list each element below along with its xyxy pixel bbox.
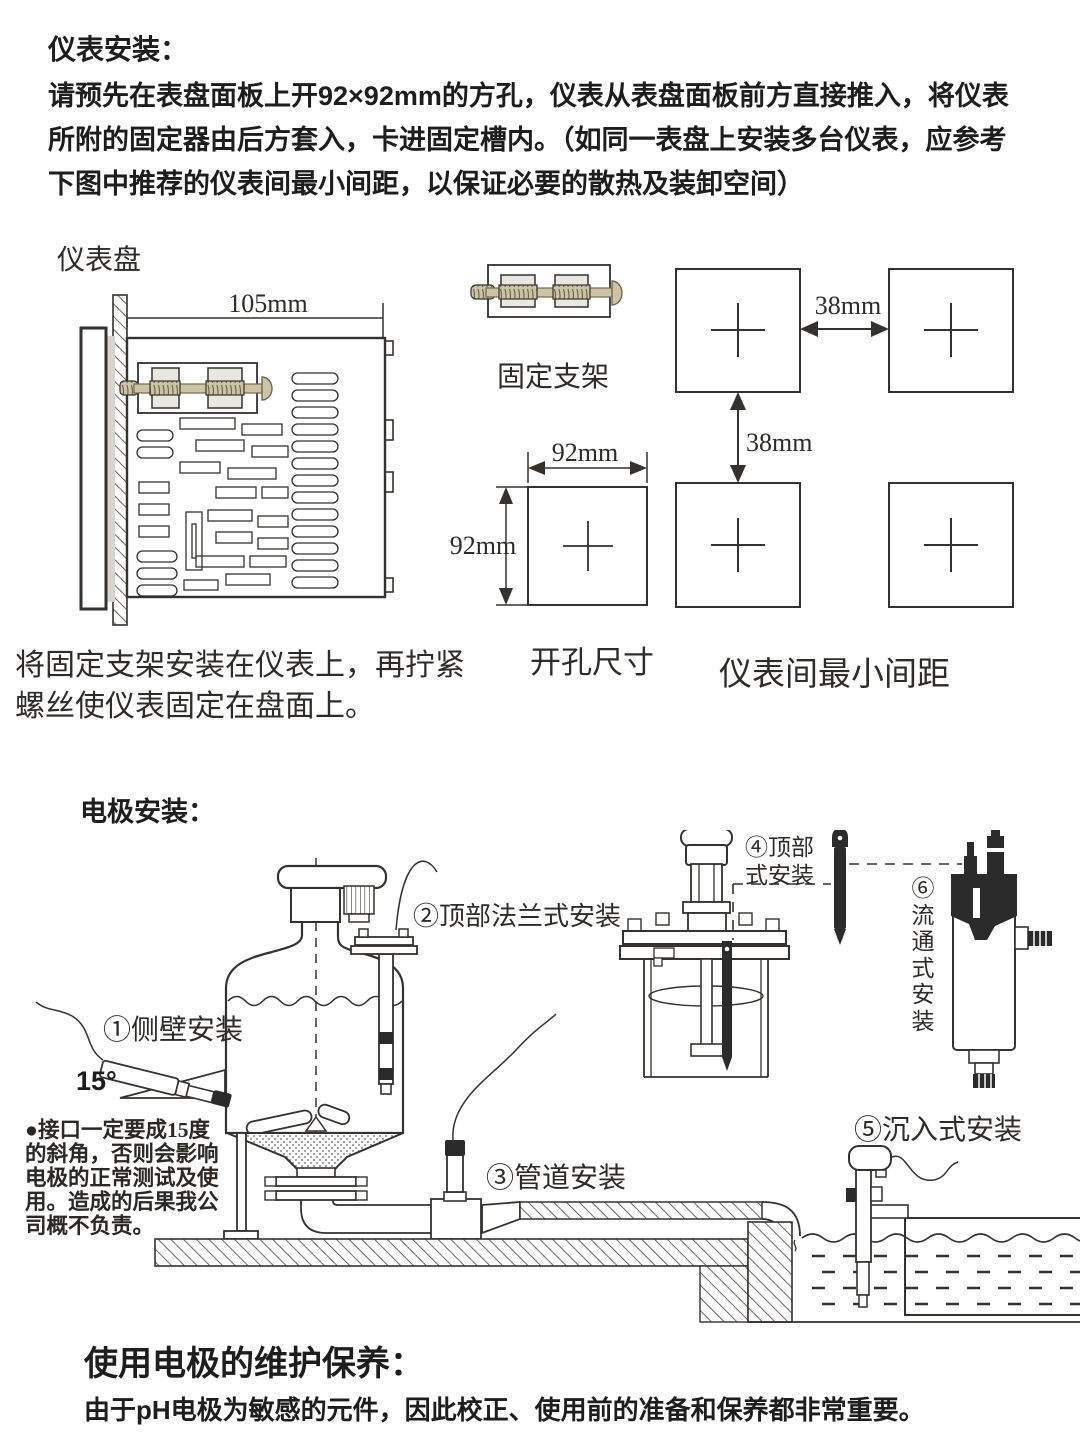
submerged-electrode bbox=[846, 1145, 959, 1308]
label-top-flange: ②顶部法兰式安装 bbox=[413, 902, 622, 931]
maintenance-heading: 使用电极的维护保养： bbox=[84, 1345, 424, 1383]
hole-size-figure bbox=[496, 452, 648, 606]
dim-92mm-width: 92mm bbox=[552, 438, 618, 467]
dim-38mm-vertical: 38mm bbox=[746, 428, 812, 457]
bottom-pipe bbox=[264, 1167, 801, 1252]
meter-install-line3: 下图中推荐的仪表间最小间距，以保证必要的散热及装卸空间） bbox=[48, 169, 804, 199]
ground-and-pit bbox=[154, 1217, 1080, 1323]
mount-note-line1: 将固定支架安装在仪表上，再拧紧 bbox=[15, 649, 465, 682]
meter-install-line2: 所附的固定器由后方套入，卡进固定槽内。（如同一表盘上安装多台仪表，应参考 bbox=[48, 125, 1007, 155]
electrode-install-heading: 电极安装： bbox=[80, 797, 215, 827]
meter-install-heading: 仪表安装： bbox=[48, 34, 189, 65]
panel-label: 仪表盘 bbox=[57, 245, 142, 276]
fixing-bracket-label: 固定支架 bbox=[497, 362, 610, 393]
meter-install-figure: 105mm 92mm 92mm 38mm 38mm bbox=[79, 264, 1014, 626]
dim-92mm-height: 92mm bbox=[450, 531, 516, 560]
maintenance-body: 由于pH电极为敏感的元件，因此校正、使用前的准备和保养都非常重要。 bbox=[84, 1395, 925, 1425]
panel-side-view bbox=[79, 294, 394, 626]
angle-note-line1: ●接口一定要成15度 bbox=[25, 1118, 210, 1142]
angle-note-line5: 司概不负责。 bbox=[25, 1214, 155, 1238]
meter-install-line1: 请预先在表盘面板上开92×92mm的方孔，仪表从表盘面板前方直接推入，将仪表 bbox=[48, 81, 1009, 111]
angle-note-line2: 的斜角，否则会影响 bbox=[25, 1142, 219, 1166]
label-pipeline: ③管道安装 bbox=[486, 1163, 627, 1194]
dim-38mm-horizontal: 38mm bbox=[815, 291, 881, 320]
side-wall-electrode bbox=[35, 1001, 232, 1108]
angle-note-line3: 电极的正常测试及使 bbox=[25, 1166, 219, 1190]
label-flow-through: ⑥流通式安装 bbox=[911, 876, 935, 1034]
electrode-install-figure bbox=[35, 830, 1080, 1323]
dim-105mm: 105mm bbox=[228, 289, 307, 318]
top-flange-electrode bbox=[350, 860, 438, 1095]
mount-note-line2: 螺丝使仪表固定在盘面上。 bbox=[15, 690, 375, 723]
flow-cell bbox=[951, 830, 1052, 1088]
top-mount-assembly bbox=[619, 830, 790, 1078]
label-submerged: ⑤沉入式安装 bbox=[854, 1115, 1023, 1146]
spacing-figure bbox=[675, 268, 1014, 608]
label-top-mount-l1: ④顶部 bbox=[745, 835, 814, 860]
hole-caption: 开孔尺寸 bbox=[530, 645, 654, 680]
label-top-mount-l2: 式安装 bbox=[745, 863, 814, 888]
fixing-bracket-figure bbox=[470, 264, 623, 318]
electrode-probe bbox=[732, 830, 962, 945]
spacing-caption: 仪表间最小间距 bbox=[719, 657, 950, 693]
label-side-wall: ①侧壁安装 bbox=[103, 1015, 244, 1046]
angle-note-line4: 用。造成的后果我公 bbox=[25, 1190, 219, 1214]
label-angle: 15° bbox=[76, 1066, 117, 1096]
